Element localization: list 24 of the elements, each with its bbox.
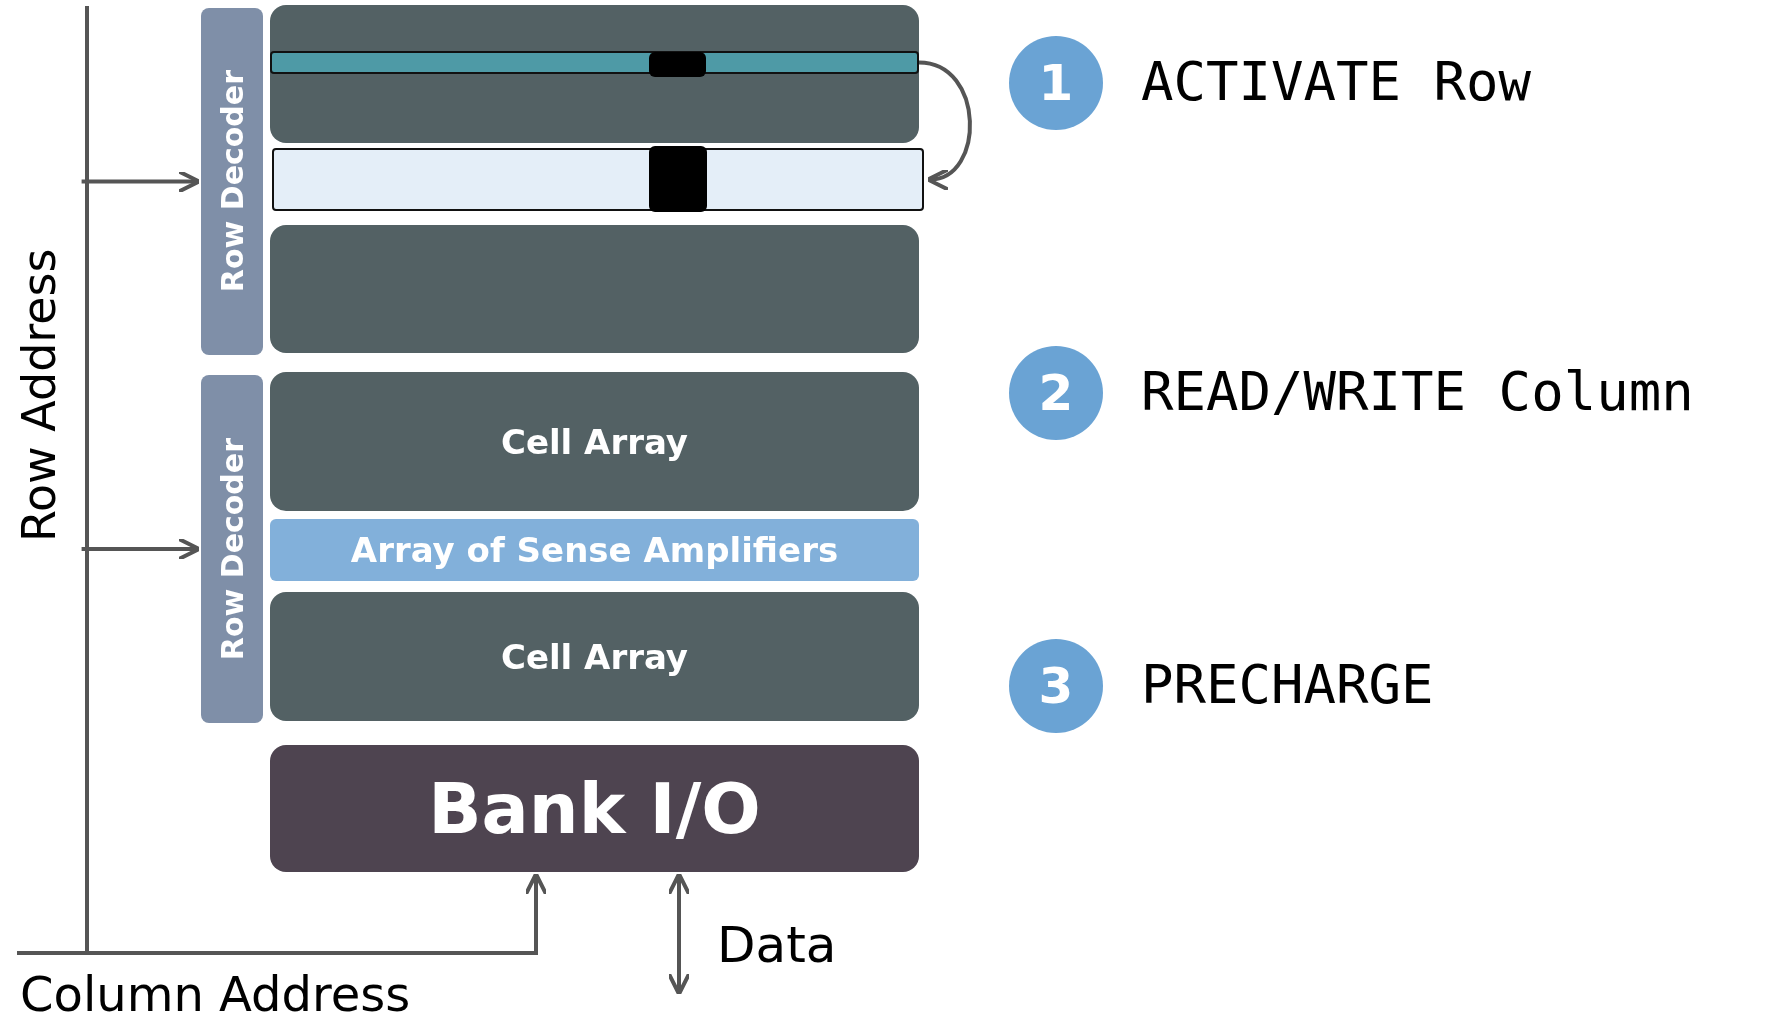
- edge-label: Data: [717, 918, 837, 973]
- arrow: [918, 60, 972, 189]
- step-number-badge: 2: [1009, 346, 1103, 440]
- cell-array-block: [270, 5, 919, 143]
- bank-io-block: Bank I/O: [270, 745, 919, 872]
- cell-array-block: Cell Array: [270, 592, 919, 721]
- row-decoder-bar: Row Decoder: [201, 375, 263, 723]
- row-buffer-bar: [272, 148, 924, 211]
- arrow: [81, 169, 201, 194]
- step-number-badge: 3: [1009, 639, 1103, 733]
- step-label: ACTIVATE Row: [1141, 50, 1532, 114]
- step-label: READ/WRITE Column: [1141, 360, 1694, 424]
- cell-array-block: Cell Array: [270, 372, 919, 511]
- cell-array-block: [270, 225, 919, 353]
- active-row-bar: [270, 51, 919, 74]
- axis-label: Column Address: [20, 968, 411, 1021]
- arrow: [667, 872, 691, 996]
- step-number-badge: 1: [1009, 36, 1103, 130]
- axis-label: Row Address: [14, 215, 65, 575]
- arrow: [17, 872, 548, 955]
- row-decoder-bar: Row Decoder: [201, 8, 263, 355]
- arrow: [81, 537, 201, 561]
- step-label: PRECHARGE: [1141, 653, 1434, 717]
- sense-amplifier-bar: Array of Sense Amplifiers: [270, 519, 919, 581]
